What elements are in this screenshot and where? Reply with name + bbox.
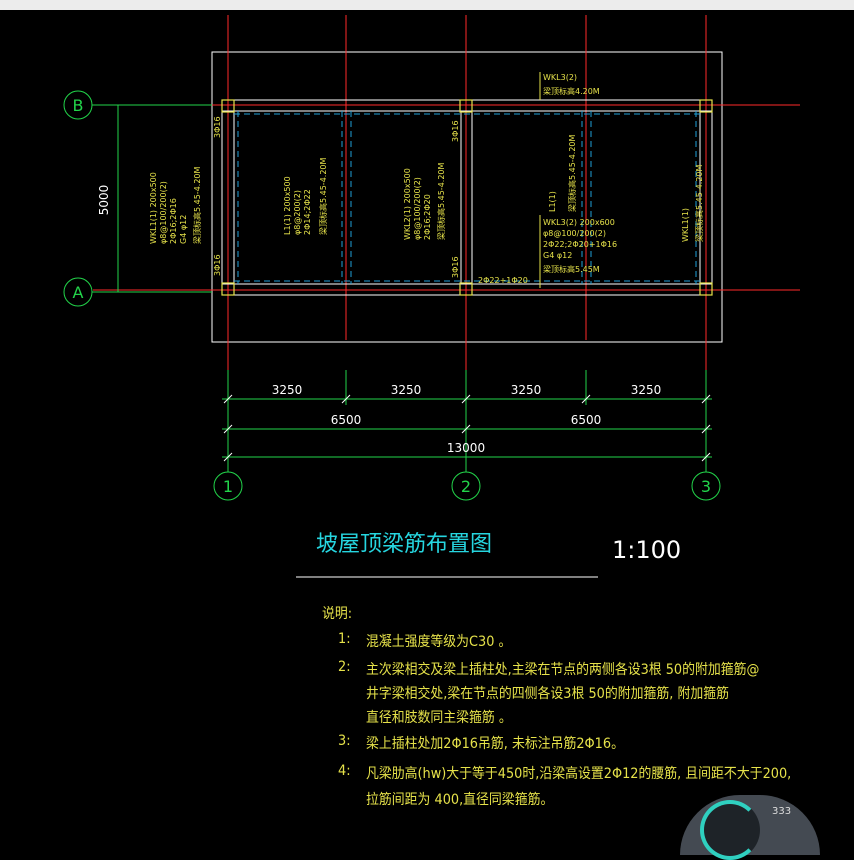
label-l1: L1(1) 200x500 φ8@200(2) 2Φ14;2Φ22 梁顶标高5.… [283, 157, 328, 235]
svg-text:梁顶标高5.45-4.20M: 梁顶标高5.45-4.20M [694, 164, 704, 242]
slab-outline [211, 51, 723, 343]
svg-text:梁顶标高5.45M: 梁顶标高5.45M [543, 264, 600, 274]
progress-ring-icon[interactable] [700, 800, 760, 860]
dim-row2-2: 6500 [571, 413, 602, 427]
svg-text:WKL3(2) 200x600: WKL3(2) 200x600 [543, 218, 615, 227]
svg-text:L1(1) 200x500: L1(1) 200x500 [283, 176, 292, 235]
dim-total: 13000 [447, 441, 485, 455]
svg-text:2Φ14;2Φ22: 2Φ14;2Φ22 [303, 189, 312, 235]
svg-text:φ8@200(2): φ8@200(2) [293, 190, 302, 235]
dim-row1-1: 3250 [272, 383, 303, 397]
beam-lines [221, 99, 713, 296]
axis-label-2: 2 [461, 477, 471, 496]
svg-text:φ8@100/200(2): φ8@100/200(2) [413, 177, 422, 240]
drawing-scale: 1:100 [612, 536, 681, 564]
label-l1-right: L1(1) 梁顶标高5.45-4.20M [548, 134, 577, 212]
label-bar-b: 3Φ16 [213, 254, 222, 276]
column-b1 [221, 99, 235, 113]
column-a1 [221, 282, 235, 296]
cad-drawing-canvas[interactable]: B A 1 2 3 5000 3250 3250 3250 3250 6500 … [0, 0, 854, 815]
axis-label-1: 1 [223, 477, 233, 496]
svg-text:梁顶标高5.45-4.20M: 梁顶标高5.45-4.20M [567, 134, 577, 212]
dim-row2-1: 6500 [331, 413, 362, 427]
secondary-beams [234, 111, 700, 284]
column-b3 [699, 99, 713, 113]
svg-text:梁顶标高5.45-4.20M: 梁顶标高5.45-4.20M [436, 162, 446, 240]
axis-label-a: A [73, 283, 84, 302]
svg-text:WKL1(1) 200x500: WKL1(1) 200x500 [149, 172, 158, 244]
svg-text:梁顶标高5.45-4.20M: 梁顶标高5.45-4.20M [192, 166, 202, 244]
label-wkl2: WKL2(1) 200x500 φ8@100/200(2) 2Φ16;2Φ20 … [403, 162, 446, 240]
dim-row1-2: 3250 [391, 383, 422, 397]
dim-row1-4: 3250 [631, 383, 662, 397]
svg-text:G4 φ12: G4 φ12 [543, 251, 572, 260]
column-a2 [459, 282, 473, 296]
svg-text:G4 φ12: G4 φ12 [179, 215, 188, 244]
svg-text:WKL2(1) 200x500: WKL2(1) 200x500 [403, 168, 412, 240]
label-bar-c: 3Φ16 [451, 120, 460, 142]
column-a3 [699, 282, 713, 296]
svg-text:2Φ22;2Φ20+1Φ16: 2Φ22;2Φ20+1Φ16 [543, 240, 617, 249]
label-right-wkl: WKL1(1) 梁顶标高5.45-4.20M [681, 164, 704, 242]
svg-text:2Φ16;2Φ20: 2Φ16;2Φ20 [423, 194, 432, 240]
columns [221, 99, 713, 296]
svg-text:2Φ16;2Φ16: 2Φ16;2Φ16 [169, 198, 178, 244]
label-top-wkl-2: 梁顶标高4.20M [543, 86, 600, 96]
dimension-ticks [223, 394, 711, 462]
axis-label-b: B [73, 96, 84, 115]
label-bar-a: 3Φ16 [213, 116, 222, 138]
app-title-bar [0, 0, 854, 10]
label-left-wkl: WKL1(1) 200x500 φ8@100/200(2) 2Φ16;2Φ16 … [149, 166, 202, 244]
axis-label-3: 3 [701, 477, 711, 496]
label-top-wkl-1: WKL3(2) [543, 73, 577, 82]
label-wkl3: WKL3(2) 200x600 φ8@100/200(2) 2Φ22;2Φ20+… [543, 218, 617, 274]
drawing-title: 坡屋顶梁筋布置图 [316, 532, 492, 557]
dim-vertical: 5000 [97, 185, 111, 216]
label-bar-bottom: 2Φ22+1Φ20 [478, 276, 528, 285]
svg-text:梁顶标高5.45-4.20M: 梁顶标高5.45-4.20M [318, 157, 328, 235]
svg-text:φ8@100/200(2): φ8@100/200(2) [159, 181, 168, 244]
widget-value: 333 [772, 806, 792, 817]
svg-text:WKL1(1): WKL1(1) [681, 208, 690, 242]
dim-row1-3: 3250 [511, 383, 542, 397]
label-bar-d: 3Φ16 [451, 256, 460, 278]
dimension-lines [112, 104, 712, 472]
svg-text:φ8@100/200(2): φ8@100/200(2) [543, 229, 606, 238]
svg-text:L1(1): L1(1) [548, 191, 557, 212]
column-b2 [459, 99, 473, 113]
